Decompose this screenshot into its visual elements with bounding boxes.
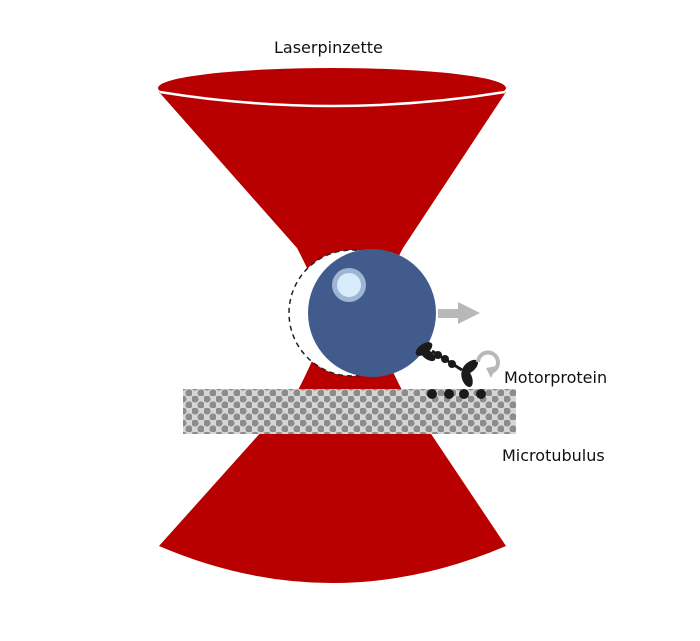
label-microtubulus: Microtubulus (502, 446, 605, 465)
laser-beam-top-rim (159, 90, 506, 108)
bead (308, 249, 436, 377)
label-laserpinzette: Laserpinzette (274, 38, 383, 57)
laser-beam-upper-cone (159, 92, 506, 320)
direction-arrow-icon (438, 302, 480, 324)
laser-beam-lower-cone (159, 320, 506, 583)
motor-protein (415, 342, 486, 399)
laser-beam-top-opening (158, 68, 506, 108)
label-motorprotein: Motorprotein (504, 368, 607, 387)
bead-highlight (337, 273, 361, 297)
laser-beam (158, 68, 506, 583)
rotation-arrow-icon (476, 350, 500, 378)
